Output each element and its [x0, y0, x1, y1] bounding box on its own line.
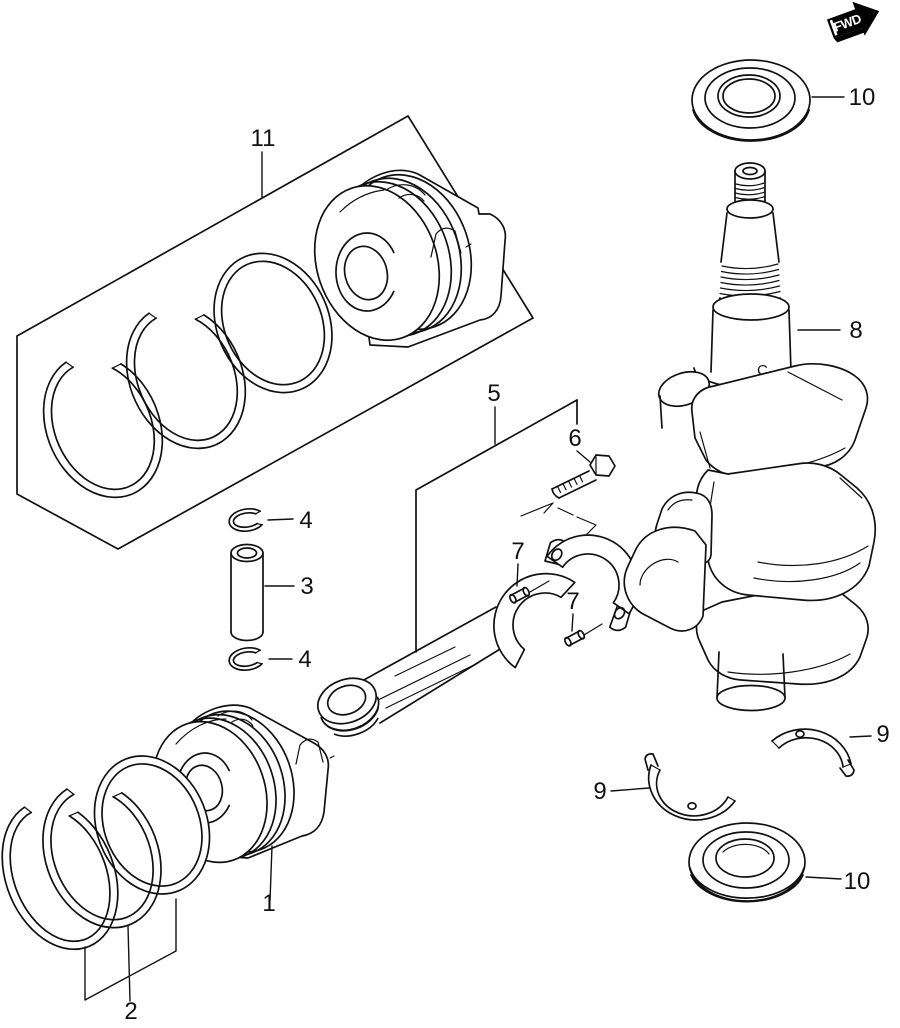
fwd-arrow-depth — [833, 28, 866, 43]
circlip-upper — [228, 508, 263, 533]
fwd-arrow-body — [826, 1, 880, 39]
piston-top — [313, 169, 507, 348]
piston-ring-1-top — [42, 361, 164, 499]
leader-lines — [84, 96, 872, 1002]
callout-5: 5 — [487, 380, 500, 407]
conrod-box — [415, 399, 578, 653]
conrod-bolt — [551, 454, 616, 499]
dowel-pin-lower-line — [583, 623, 603, 636]
ring-set-box — [16, 115, 534, 550]
callout-7-lower: 7 — [566, 588, 579, 615]
callout-4-upper: 4 — [299, 507, 312, 534]
piston-ring-2-bottom — [42, 788, 162, 929]
callout-6: 6 — [568, 425, 581, 452]
callout-3: 3 — [300, 573, 313, 600]
callout-8: 8 — [849, 317, 862, 344]
piston-ring-1-bottom — [1, 806, 119, 951]
callout-4-lower: 4 — [298, 646, 311, 673]
callout-2: 2 — [124, 998, 137, 1025]
piston-ring-2-top — [125, 312, 247, 450]
crankshaft: C — [623, 162, 876, 712]
callout-9-left: 9 — [593, 778, 606, 805]
conrod-cap — [544, 534, 639, 632]
callout-10-bottom: 10 — [844, 868, 871, 895]
callout-10-top: 10 — [849, 84, 876, 111]
piston-pin — [230, 543, 264, 642]
piston-ring-oil-bottom — [93, 755, 211, 895]
piston-ring-oil-top — [213, 252, 333, 394]
dowel-pin-upper-line — [529, 580, 550, 593]
callout-1: 1 — [262, 890, 275, 917]
stamp-mark-c: C — [757, 362, 768, 379]
callouts: 11 10 8 5 6 4 3 4 7 7 1 2 9 9 10 — [124, 84, 889, 1025]
fwd-arrow: FWD — [826, 1, 880, 43]
dowel-pin-lower — [564, 629, 586, 647]
bearing-shell-left — [644, 753, 736, 821]
oil-seal-top — [691, 59, 811, 142]
callout-7-upper: 7 — [511, 538, 524, 565]
circlip-lower — [228, 647, 263, 672]
callout-9-right: 9 — [876, 721, 889, 748]
callout-11: 11 — [251, 125, 276, 152]
dowel-pin-upper — [509, 586, 531, 604]
oil-seal-bottom — [688, 822, 806, 903]
bearing-shell-right — [771, 728, 855, 777]
alignment-zigzag — [520, 502, 597, 538]
fwd-arrow-slit — [829, 19, 838, 36]
